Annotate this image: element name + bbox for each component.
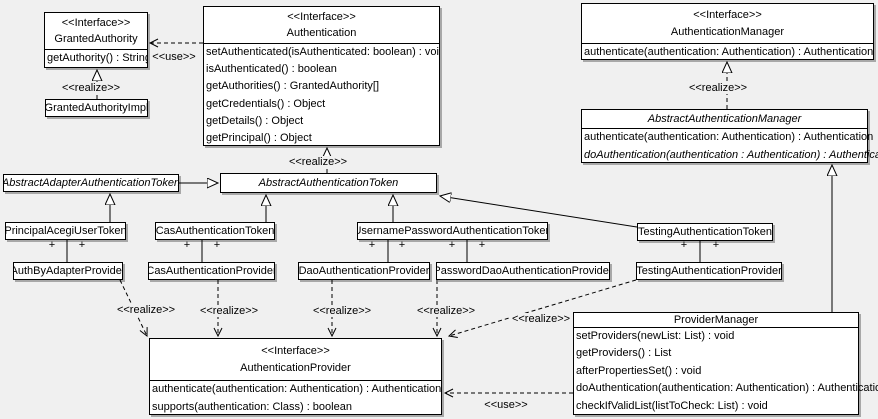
multiplicity-label: + <box>368 239 376 251</box>
class-name: CasAuthenticationToken <box>155 225 275 237</box>
class-principal-acegi-user-token[interactable]: PrincipalAcegiUserToken <box>5 222 126 240</box>
class-granted-authority-impl[interactable]: GrantedAuthorityImpl <box>45 99 148 117</box>
class-name: CasAuthenticationProvider <box>148 265 275 277</box>
class-name: UsernamePasswordAuthenticationToken <box>357 225 548 237</box>
class-name: GrantedAuthorityImpl <box>45 102 148 114</box>
class-name: AuthenticationManager <box>670 26 785 38</box>
stereotype-label: <<Interface>> <box>693 9 762 21</box>
class-authentication[interactable]: <<Interface>> Authentication setAuthenti… <box>203 6 440 146</box>
class-abstract-authentication-manager[interactable]: AbstractAuthenticationManager authentica… <box>581 109 878 163</box>
class-name: GrantedAuthority <box>54 33 138 45</box>
class-name: DaoAuthenticationProvider <box>298 265 430 277</box>
method-row: getDetails() : Object <box>206 114 304 127</box>
multiplicity-label: + <box>448 239 456 251</box>
class-abstract-adapter-authentication-token[interactable]: AbstractAdapterAuthenticationToken <box>3 174 179 192</box>
class-provider-manager[interactable]: ProviderManager setProviders(newList: Li… <box>573 312 878 415</box>
use-label: <<use>> <box>483 399 529 411</box>
method-row: checkIfValidList(listToCheck: List) : vo… <box>576 399 768 412</box>
multiplicity-label: + <box>398 239 406 251</box>
use-label: <<use>> <box>151 51 197 63</box>
method-row: getAuthorities() : GrantedAuthority[] <box>206 80 380 93</box>
class-name: TestingAuthenticationToken <box>638 226 772 238</box>
method-row: getProviders() : List <box>576 347 672 360</box>
class-auth-by-adapter-provider[interactable]: AuthByAdapterProvider <box>13 262 123 280</box>
method-row: authenticate(authentication: Authenticat… <box>152 383 442 395</box>
class-granted-authority[interactable]: <<Interface>> GrantedAuthority getAuthor… <box>44 12 148 68</box>
realize-label: <<realize>> <box>415 305 477 317</box>
class-name: TestingAuthenticationProvider <box>636 265 782 277</box>
realize-label: <<realize>> <box>60 82 122 94</box>
realize-label: <<realize>> <box>687 82 749 94</box>
realize-label: <<realize>> <box>115 304 177 316</box>
method-row: doAuthentication(authentication: Authent… <box>576 382 878 395</box>
multiplicity-label: + <box>48 239 56 251</box>
method-row: authenticate(authentication: Authenticat… <box>584 131 874 143</box>
method-row: doAuthentication(authentication : Authen… <box>584 148 878 161</box>
multiplicity-label: + <box>183 239 191 251</box>
multiplicity-label: + <box>478 239 486 251</box>
class-dao-authentication-provider[interactable]: DaoAuthenticationProvider <box>298 262 430 280</box>
multiplicity-label: + <box>78 239 86 251</box>
class-password-dao-authentication-provider[interactable]: PasswordDaoAuthenticationProvider <box>436 262 610 280</box>
class-authentication-provider[interactable]: <<Interface>> AuthenticationProvider aut… <box>149 338 442 415</box>
method-row: authenticate(authentication: Authenticat… <box>584 46 874 58</box>
class-username-password-authentication-token[interactable]: UsernamePasswordAuthenticationToken <box>357 222 548 240</box>
method-row: supports(authentication: Class) : boolea… <box>152 400 352 413</box>
class-name: AuthenticationProvider <box>240 362 351 375</box>
class-testing-authentication-provider[interactable]: TestingAuthenticationProvider <box>636 262 782 280</box>
method-row: getPrincipal() : Object <box>206 132 312 145</box>
stereotype-label: <<Interface>> <box>61 17 131 29</box>
stereotype-label: <<Interface>> <box>261 344 330 357</box>
class-name: ProviderManager <box>673 314 759 326</box>
multiplicity-label: + <box>213 239 221 251</box>
class-name: PrincipalAcegiUserToken <box>5 225 126 237</box>
class-authentication-manager[interactable]: <<Interface>> AuthenticationManager auth… <box>581 3 874 60</box>
class-name: AuthByAdapterProvider <box>13 265 123 277</box>
class-name: AbstractAdapterAuthenticationToken <box>3 177 179 189</box>
method-row: setAuthenticated(isAuthenticated: boolea… <box>206 46 440 58</box>
method-row: getAuthority() : String <box>47 52 148 64</box>
class-name: Authentication <box>286 27 357 39</box>
class-testing-authentication-token[interactable]: TestingAuthenticationToken <box>637 223 773 241</box>
multiplicity-label: + <box>680 239 688 251</box>
class-name: AbstractAuthenticationManager <box>647 113 802 125</box>
realize-label: <<realize>> <box>510 313 572 325</box>
method-row: afterPropertiesSet() : void <box>576 364 702 377</box>
realize-label: <<realize>> <box>287 156 349 168</box>
realize-label: <<realize>> <box>311 305 373 317</box>
realize-label: <<realize>> <box>198 305 260 317</box>
class-cas-authentication-token[interactable]: CasAuthenticationToken <box>155 222 275 240</box>
method-row: isAuthenticated() : boolean <box>206 63 337 76</box>
multiplicity-label: + <box>712 239 720 251</box>
class-cas-authentication-provider[interactable]: CasAuthenticationProvider <box>148 262 275 280</box>
class-name: PasswordDaoAuthenticationProvider <box>436 265 610 277</box>
method-row: getCredentials() : Object <box>206 97 326 110</box>
stereotype-label: <<Interface>> <box>287 11 356 23</box>
class-abstract-authentication-token[interactable]: AbstractAuthenticationToken <box>220 173 437 193</box>
method-row: setProviders(newList: List) : void <box>576 330 735 342</box>
class-name: AbstractAuthenticationToken <box>258 177 399 189</box>
